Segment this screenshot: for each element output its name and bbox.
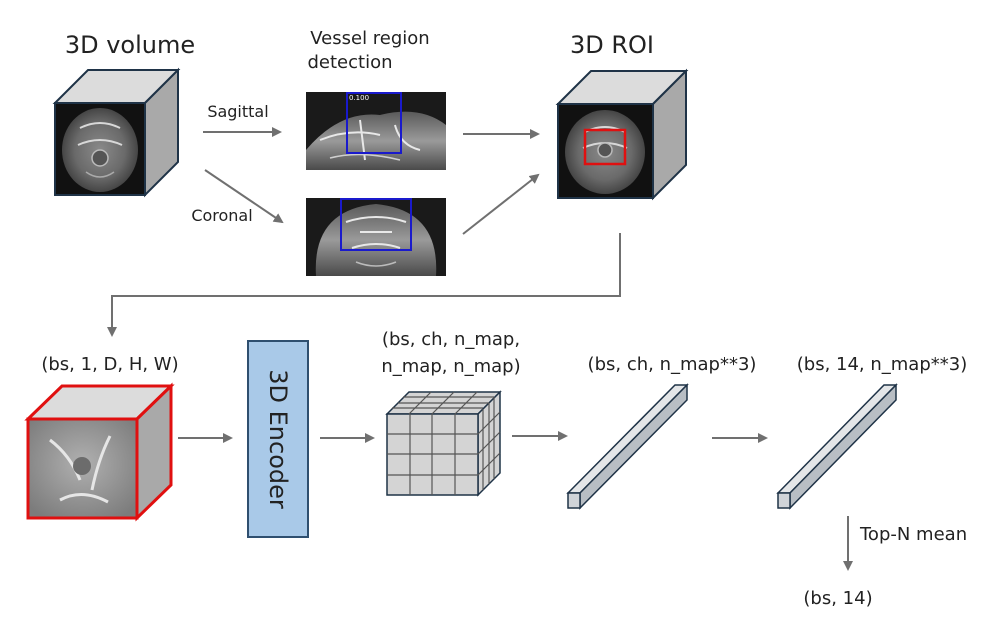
volume-title: 3D volume	[65, 31, 195, 59]
roi-box	[583, 128, 627, 166]
connector-roi-to-input	[107, 233, 621, 337]
class-score-bar	[776, 383, 898, 510]
feature-grid-cube	[385, 390, 502, 497]
feature-shape-line2: n_map, n_map)	[381, 356, 520, 377]
encoder-label: 3D Encoder	[264, 369, 292, 509]
roi-title: 3D ROI	[570, 31, 654, 59]
class-shape-label: (bs, 14, n_map**3)	[797, 354, 968, 375]
encoder-block: 3D Encoder	[247, 340, 309, 538]
roi-cube	[555, 68, 689, 201]
vessel-title-line2: detection	[307, 52, 392, 73]
detection-score: 0.100	[349, 94, 369, 102]
input-roi-cube	[24, 382, 175, 522]
input-shape-label: (bs, 1, D, H, W)	[41, 354, 178, 375]
volume-cube	[52, 67, 181, 198]
sagittal-label: Sagittal	[207, 102, 268, 121]
pooling-label: Top-N mean	[859, 524, 967, 545]
feature-shape-line1: (bs, ch, n_map,	[382, 329, 520, 350]
sagittal-detection-box	[346, 92, 402, 154]
flat-shape-label: (bs, ch, n_map**3)	[588, 354, 757, 375]
arrow-to-coronal	[204, 169, 284, 224]
flat-feature-bar	[566, 383, 689, 510]
arrow-coronal-to-roi	[462, 173, 540, 235]
coronal-detection-box	[340, 198, 412, 251]
sagittal-detection-image: 0.100	[306, 92, 446, 170]
output-shape-label: (bs, 14)	[803, 588, 872, 609]
coronal-detection-image	[306, 198, 446, 276]
coronal-label: Coronal	[191, 206, 252, 225]
roi-texture-image	[49, 435, 112, 504]
vessel-title-line1: Vessel region	[310, 28, 429, 49]
